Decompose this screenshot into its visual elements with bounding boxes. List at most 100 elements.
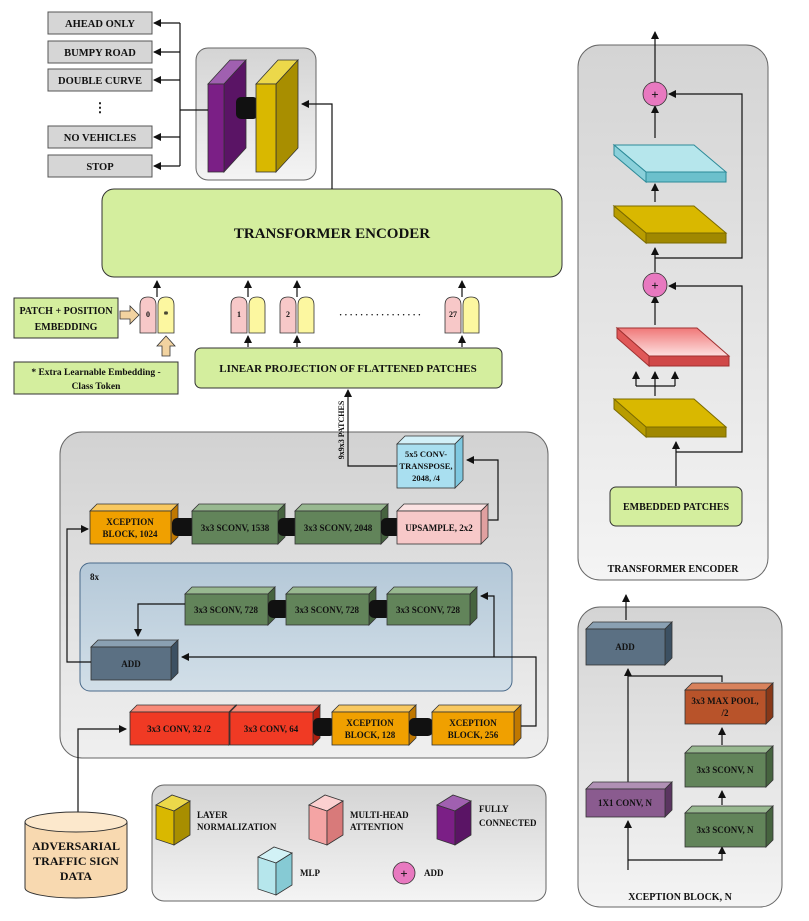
layer-norm-2 (612, 204, 728, 245)
class-stop: STOP (47, 154, 153, 178)
add-node-1: + (642, 81, 668, 107)
upsample-to-transpose-arrow (466, 456, 499, 521)
conv-64-block: 3x3 CONV, 64 (229, 704, 321, 746)
maxpool-block: 3x3 MAX POOL, /2 (684, 682, 774, 725)
svg-text:AHEAD ONLY: AHEAD ONLY (65, 19, 135, 30)
backbone-arrows (66, 525, 537, 812)
xception-sconv-n-block-2: 3x3 SCONV, N (684, 745, 774, 788)
svg-text:+: + (651, 87, 658, 102)
token-ellipsis: · · · · · · · · · · · · · · · · (339, 310, 421, 320)
svg-text:TRAFFIC SIGN: TRAFFIC SIGN (33, 854, 119, 868)
svg-text:3x3 SCONV, N: 3x3 SCONV, N (696, 825, 754, 835)
upsample-block: UPSAMPLE, 2x2 (396, 503, 489, 545)
connector (313, 718, 335, 736)
svg-text:EMBEDDED PATCHES: EMBEDDED PATCHES (623, 502, 729, 513)
svg-text:XCEPTION: XCEPTION (106, 517, 154, 527)
conv-32-block: 3x3 CONV, 32 /2 (129, 704, 237, 746)
legend-layer-norm-label-2: NORMALIZATION (197, 822, 277, 832)
token-2: 2 (279, 296, 315, 334)
multi-head-attention-layer (615, 326, 731, 368)
svg-text:2048, /4: 2048, /4 (412, 473, 441, 483)
mlp-icon (257, 846, 293, 896)
token-27: 27 (444, 296, 480, 334)
class-no-vehicles: NO VEHICLES (47, 125, 153, 149)
svg-text:EMBEDDING: EMBEDDING (35, 322, 98, 333)
xception-block-128: XCEPTION BLOCK, 128 (331, 704, 417, 746)
add-block: ADD (90, 639, 179, 681)
svg-text:1X1 CONV, N: 1X1 CONV, N (598, 798, 653, 808)
linear-projection-box (194, 347, 503, 389)
xception-block-256: XCEPTION BLOCK, 256 (431, 704, 522, 746)
fully-connected-icon (436, 794, 472, 846)
sconv-728-block-1: 3x3 SCONV, 728 (184, 586, 276, 626)
data-source-cylinder: ADVERSARIAL TRAFFIC SIGN DATA (24, 811, 128, 899)
svg-text:STOP: STOP (86, 162, 114, 173)
svg-text:UPSAMPLE, 2x2: UPSAMPLE, 2x2 (405, 523, 473, 533)
xception-detail-title: XCEPTION BLOCK, N (628, 892, 732, 903)
svg-text:Class Token: Class Token (72, 382, 122, 392)
svg-text:0: 0 (146, 310, 150, 319)
sconv-728-block-3: 3x3 SCONV, 728 (386, 586, 478, 626)
svg-text:BLOCK, 1024: BLOCK, 1024 (102, 529, 158, 539)
svg-text:3x3 SCONV, 1538: 3x3 SCONV, 1538 (201, 523, 270, 533)
patches-label: 9x9x3 PATCHES (337, 400, 346, 459)
legend-layer-norm-label: LAYER (197, 810, 228, 820)
class-double-curve: DOUBLE CURVE (47, 68, 153, 92)
legend-mlp-label: MLP (300, 868, 320, 878)
svg-text:ADVERSARIAL: ADVERSARIAL (32, 839, 120, 853)
class-ellipsis: ⋮ (94, 100, 107, 115)
conv1x1-block: 1X1 CONV, N (585, 781, 673, 818)
add-icon: + (392, 861, 416, 885)
token-0: 0 * (139, 296, 175, 334)
svg-text:XCEPTION: XCEPTION (346, 718, 394, 728)
encoder-to-head-arrow (301, 100, 333, 189)
svg-text:+: + (651, 278, 658, 293)
legend-panel (151, 784, 547, 902)
svg-text:BLOCK, 128: BLOCK, 128 (345, 730, 396, 740)
xception-block-1024: XCEPTION BLOCK, 1024 (89, 503, 179, 545)
svg-text:5x5 CONV-: 5x5 CONV- (405, 449, 447, 459)
linear-projection-label: LINEAR PROJECTION OF FLATTENED PATCHES (219, 363, 477, 375)
svg-text:3x3 MAX POOL,: 3x3 MAX POOL, (691, 696, 758, 706)
patch-embedding-arrow-icon (119, 305, 140, 325)
svg-text:DATA: DATA (60, 869, 93, 883)
svg-text:XCEPTION: XCEPTION (449, 718, 497, 728)
conv-transpose-block: 5x5 CONV- TRANSPOSE, 2048, /4 (396, 435, 464, 489)
mlp-layer (612, 143, 728, 184)
svg-text:3x3 SCONV, 2048: 3x3 SCONV, 2048 (304, 523, 373, 533)
transformer-encoder-label: TRANSFORMER ENCODER (234, 226, 430, 242)
svg-text:BLOCK, 256: BLOCK, 256 (448, 730, 499, 740)
svg-text:PATCH + POSITION: PATCH + POSITION (19, 306, 113, 317)
xception-detail-arrows (622, 594, 726, 870)
svg-text:3x3 SCONV, 728: 3x3 SCONV, 728 (295, 605, 360, 615)
connector (172, 518, 196, 536)
layer-norm-head (255, 58, 299, 174)
xception-sconv-n-block-1: 3x3 SCONV, N (684, 805, 774, 848)
connector (278, 518, 300, 536)
fully-connected-head (207, 58, 247, 174)
svg-text:*: * (164, 310, 169, 321)
svg-text:3x3 CONV, 64: 3x3 CONV, 64 (244, 724, 299, 734)
svg-text:2: 2 (286, 310, 290, 319)
svg-text:3x3 SCONV, 728: 3x3 SCONV, 728 (396, 605, 461, 615)
svg-text:3x3 CONV, 32 /2: 3x3 CONV, 32 /2 (147, 724, 211, 734)
legend-mha-label: MULTI-HEAD (350, 810, 409, 820)
class-ahead-only: AHEAD ONLY (47, 11, 153, 35)
sconv-2048-block: 3x3 SCONV, 2048 (294, 503, 389, 545)
token-1: 1 (230, 296, 266, 334)
embedding-arrows (153, 280, 466, 347)
xception-add-block: ADD (585, 621, 673, 666)
layer-norm-1 (612, 397, 728, 439)
connector (268, 600, 290, 618)
legend-add-label: ADD (424, 868, 444, 878)
svg-text:* Extra Learnable Embedding -: * Extra Learnable Embedding - (31, 368, 160, 378)
sconv-728-block-2: 3x3 SCONV, 728 (285, 586, 377, 626)
legend-mha-label-2: ATTENTION (350, 822, 404, 832)
svg-text:3x3 SCONV, 728: 3x3 SCONV, 728 (194, 605, 259, 615)
svg-text:ADD: ADD (615, 642, 635, 652)
svg-text:3x3 SCONV, N: 3x3 SCONV, N (696, 765, 754, 775)
svg-text:TRANSPOSE,: TRANSPOSE, (399, 461, 452, 471)
class-token-box: * Extra Learnable Embedding - Class Toke… (13, 361, 179, 395)
encoder-detail-arrows (632, 31, 743, 486)
